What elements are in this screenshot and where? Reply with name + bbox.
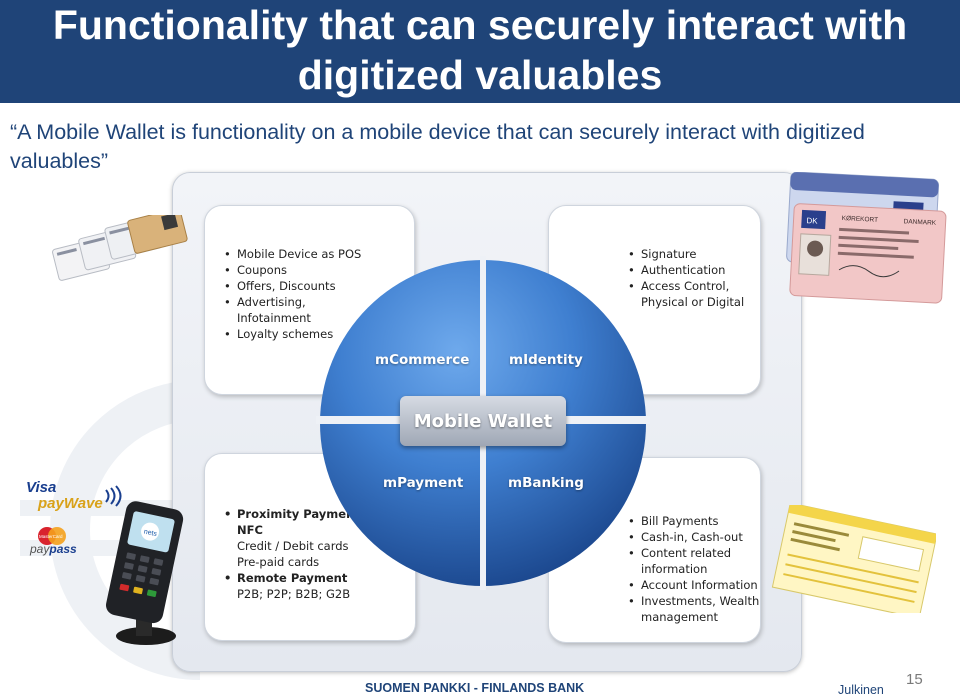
footer-classification: Julkinen (838, 683, 884, 697)
slide-title-line-2: digitized valuables (0, 50, 960, 100)
list-item: Signature (641, 246, 744, 262)
visa-logo-text: Visa (26, 480, 103, 496)
slide-subtitle: “A Mobile Wallet is functionality on a m… (10, 118, 960, 176)
quadrant-label-mpayment: mPayment (383, 475, 463, 491)
list-item: Bill Payments (641, 513, 759, 529)
slide-title: Functionality that can securely interact… (0, 0, 960, 100)
title-bar: Functionality that can securely interact… (0, 0, 960, 103)
list-item-continuation: management (641, 609, 759, 625)
loyalty-cards-icon (48, 215, 196, 285)
id-cards-icon: DK DK KØREKORT DANMARK (780, 172, 960, 304)
page-number: 15 (906, 671, 923, 688)
bill-slips-icon (768, 505, 936, 613)
paypass-pay-text: pay (30, 542, 49, 556)
visa-paywave-logo: Visa payWave (26, 480, 103, 512)
list-item: Content related (641, 545, 759, 561)
quadrant-label-midentity: mIdentity (509, 352, 583, 368)
list-item: Authentication (641, 262, 744, 278)
slide-title-line-1: Functionality that can securely interact… (0, 0, 960, 50)
list-item: Cash-in, Cash-out (641, 529, 759, 545)
quadrant-label-mbanking: mBanking (508, 475, 584, 491)
list-item: Investments, Wealth (641, 593, 759, 609)
footer-bank-name: SUOMEN PANKKI - FINLANDS BANK (365, 681, 584, 695)
subtitle-line-1: “A Mobile Wallet is functionality on a m… (10, 118, 960, 147)
mastercard-label: MasterCard (39, 534, 63, 539)
list-item: Account Information (641, 577, 759, 593)
paypass-logo: paypass (30, 542, 77, 556)
list-item-continuation: information (641, 561, 759, 577)
quadrant-label-mcommerce: mCommerce (375, 352, 469, 368)
mobile-wallet-center-label: Mobile Wallet (400, 396, 566, 446)
payment-terminal-icon: nets (94, 500, 194, 648)
paypass-pass-text: pass (49, 542, 76, 556)
dk-card-2-label: DK (806, 216, 818, 226)
list-item-continuation: Physical or Digital (641, 294, 744, 310)
list-item: Access Control, (641, 278, 744, 294)
